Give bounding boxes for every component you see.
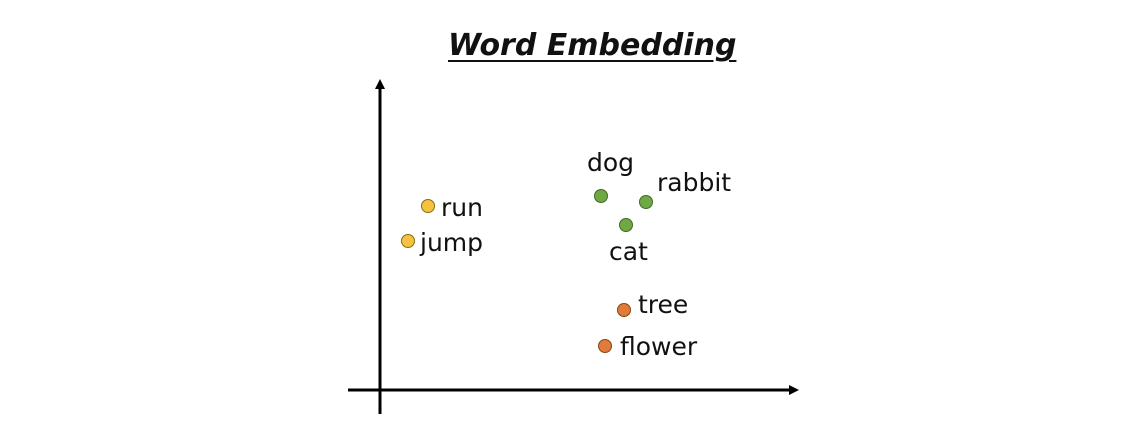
point-cat [619, 218, 633, 232]
label-flower: flower [620, 332, 698, 361]
label-tree: tree [638, 290, 688, 319]
point-jump [401, 234, 415, 248]
point-tree [617, 303, 631, 317]
label-cat: cat [609, 237, 648, 266]
label-dog: dog [587, 148, 634, 177]
point-dog [594, 189, 608, 203]
point-flower [598, 339, 612, 353]
diagram-title: Word Embedding [448, 28, 737, 63]
label-rabbit: rabbit [657, 168, 731, 197]
label-jump: jump [419, 228, 483, 257]
label-run: run [441, 193, 483, 222]
point-run [421, 199, 435, 213]
point-rabbit [639, 195, 653, 209]
